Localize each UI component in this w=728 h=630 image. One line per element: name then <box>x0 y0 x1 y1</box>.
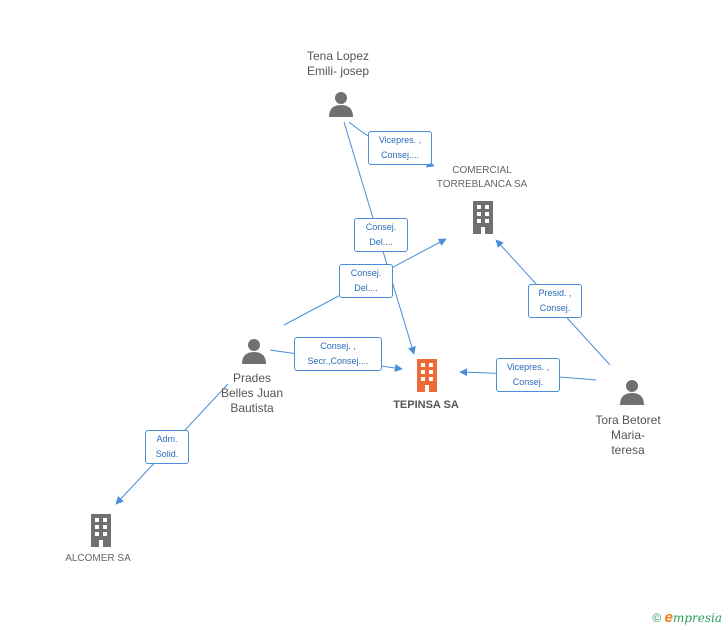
edge-label-prades-tepinsa[interactable]: Consej. , Secr.,Consej.... <box>294 337 382 371</box>
node-name-line: Bautista <box>230 401 274 415</box>
node-name-line: Tena Lopez <box>306 49 370 63</box>
node-name-line: Maria- <box>610 428 645 442</box>
edge-label-line: Consej. <box>539 303 571 313</box>
edge-label-prades-comercial[interactable]: Consej. Del.... <box>339 264 393 298</box>
node-name-line: teresa <box>611 443 645 457</box>
edge-label-line: Consej.... <box>380 150 420 160</box>
node-label-comercial[interactable]: COMERCIAL TORREBLANCA SA <box>424 164 540 192</box>
node-name-line: Emili- josep <box>306 64 369 78</box>
node-name-line: Tora Betoret <box>595 413 661 427</box>
node-name-line: COMERCIAL <box>452 165 512 176</box>
node-label-tena[interactable]: Tena Lopez Emili- josep <box>288 49 388 79</box>
node-name-line: ALCOMER SA <box>65 553 131 564</box>
person-icon[interactable] <box>618 378 646 406</box>
edge-label-prades-alcomer[interactable]: Adm. Solid. <box>145 430 189 464</box>
building-icon[interactable] <box>413 358 441 392</box>
person-icon[interactable] <box>240 337 268 365</box>
person-icon[interactable] <box>327 90 355 118</box>
edge-label-line: Presid. , <box>538 288 572 298</box>
copyright-icon: © <box>652 611 662 625</box>
node-label-tepinsa[interactable]: TEPINSA SA <box>376 398 476 412</box>
brand-logo-e: e <box>664 609 673 626</box>
edge-label-line: Consej. <box>365 222 397 232</box>
node-label-tora[interactable]: Tora Betoret Maria- teresa <box>582 413 674 458</box>
brand-logo-text: mpresia <box>672 611 722 625</box>
edge-label-line: Vicepres. , <box>378 135 422 145</box>
edge-label-line: Solid. <box>155 449 179 459</box>
edge-label-line: Consej. <box>350 268 382 278</box>
edge-label-line: Consej. , <box>320 341 356 351</box>
edge-label-line: Secr.,Consej.... <box>307 356 369 366</box>
edge-label-line: Del.... <box>369 237 393 247</box>
edge-label-line: Vicepres. , <box>506 362 550 372</box>
edge-label-tena-comercial[interactable]: Vicepres. , Consej.... <box>368 131 432 165</box>
node-label-prades[interactable]: Prades Belles Juan Bautista <box>204 371 300 416</box>
edge-label-tena-tepinsa[interactable]: Consej. Del.... <box>354 218 408 252</box>
edge-label-line: Adm. <box>156 434 178 444</box>
edge-label-tora-tepinsa[interactable]: Vicepres. , Consej. <box>496 358 560 392</box>
node-name-line: Belles Juan <box>220 386 284 400</box>
node-name-line: TEPINSA SA <box>393 399 459 411</box>
edge-label-line: Consej. <box>512 377 544 387</box>
node-name-line: Prades <box>232 371 272 385</box>
footer-brand: © empresia <box>652 609 722 626</box>
node-name-line: TORREBLANCA SA <box>436 179 528 190</box>
building-icon[interactable] <box>87 513 115 547</box>
edge-label-line: Del.... <box>354 283 378 293</box>
edge-label-tora-comercial[interactable]: Presid. , Consej. <box>528 284 582 318</box>
building-icon[interactable] <box>469 200 497 234</box>
node-label-alcomer[interactable]: ALCOMER SA <box>48 552 148 566</box>
